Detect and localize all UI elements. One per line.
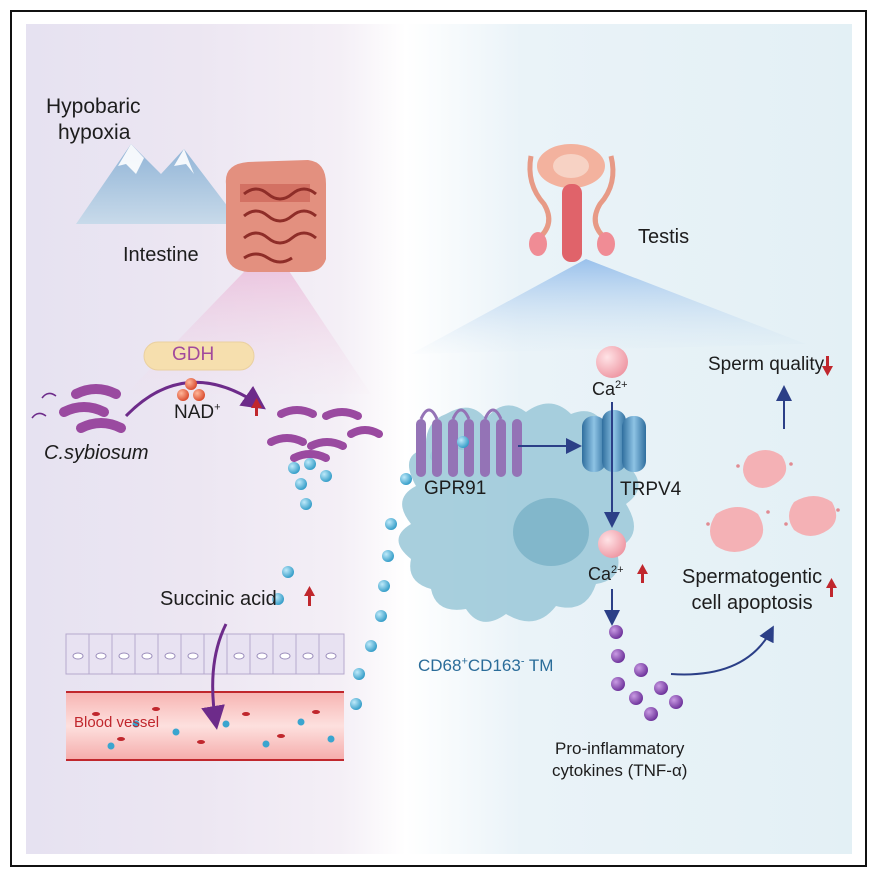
apoptosis-line2: cell apoptosis [691, 592, 813, 614]
reproductive-organ-icon [527, 144, 616, 262]
sperm-quality-label: Sperm quality [708, 354, 825, 375]
calcium-top-text: Ca [592, 379, 616, 399]
nad-particles [177, 378, 205, 401]
calcium-bottom-charge: 2+ [611, 564, 624, 576]
apoptosis-line1: Spermatogentic [682, 566, 823, 588]
macrophage-cd68: CD68 [418, 656, 462, 675]
bacteria-cluster-icon [267, 406, 383, 462]
nad-charge: + [214, 401, 221, 414]
cytokines-line1: Pro-inflammatory [555, 739, 685, 758]
blood-vessel-label: Blood vessel [74, 714, 160, 731]
macrophage-label: CD68+CD163- TM [418, 656, 553, 676]
hypoxia-label-line1: Hypobaric [46, 95, 141, 118]
calcium-bottom-text: Ca [588, 564, 612, 584]
gdh-label: GDH [172, 344, 215, 365]
bacteria-icon [31, 384, 126, 433]
cytokine-particles [609, 625, 683, 721]
diagram-graphics [31, 144, 840, 761]
calcium-ion-bottom [598, 530, 626, 558]
macrophage-cd68-sign: + [461, 655, 468, 668]
cytokine-to-apoptosis-arrow [670, 625, 774, 676]
receptor-icon [416, 408, 522, 477]
hypoxia-label-line2: hypoxia [58, 121, 131, 144]
testis-label: Testis [638, 226, 690, 248]
apoptosis-up-arrow [826, 578, 837, 597]
calcium-up-arrow [637, 564, 648, 583]
ion-channel-icon [582, 410, 646, 472]
macrophage-icon [398, 403, 639, 622]
macrophage-cd163: CD163 [467, 656, 521, 675]
sperm-quality-down-arrow [822, 356, 833, 376]
apoptotic-cell-icon [706, 450, 840, 552]
cytokines-line2: cytokines (TNF-α) [552, 761, 688, 780]
hypoxia-label: Hypobaric hypoxia [46, 94, 141, 146]
macrophage-nucleus [513, 498, 589, 566]
epithelium-icon [65, 633, 345, 675]
apoptosis-label: Spermatogentic cell apoptosis [682, 564, 822, 616]
absorption-arrow [201, 623, 228, 730]
calcium-bottom-label: Ca2+ [588, 564, 624, 585]
cytokines-label: Pro-inflammatory cytokines (TNF-α) [552, 738, 687, 782]
macrophage-tm: TM [524, 656, 554, 675]
mountain-icon [76, 144, 241, 224]
gpr91-label: GPR91 [424, 478, 487, 499]
calcium-top-charge: 2+ [615, 379, 628, 391]
testis-projection-fan [411, 259, 806, 354]
intestine-icon [225, 160, 326, 272]
nad-up-arrow [251, 398, 262, 416]
succinic-acid-label: Succinic acid [160, 588, 277, 610]
blood-vessel [66, 691, 344, 761]
calcium-top-label: Ca2+ [592, 379, 628, 400]
trpv4-label: TRPV4 [620, 479, 682, 500]
bacterium-label: C.sybiosum [44, 442, 149, 464]
succinic-acid-up-arrow [304, 586, 315, 606]
nad-text: NAD [174, 402, 215, 423]
intestine-label: Intestine [123, 244, 199, 266]
calcium-ion-top [596, 346, 628, 378]
gdh-pill [143, 341, 255, 371]
diagram-panel: Hypobaric hypoxia Intestine Testis GDH N… [26, 24, 852, 854]
nad-label: NAD+ [174, 402, 221, 424]
macrophage-cd163-sign: - [520, 655, 525, 668]
figure-frame: Hypobaric hypoxia Intestine Testis GDH N… [10, 10, 867, 867]
